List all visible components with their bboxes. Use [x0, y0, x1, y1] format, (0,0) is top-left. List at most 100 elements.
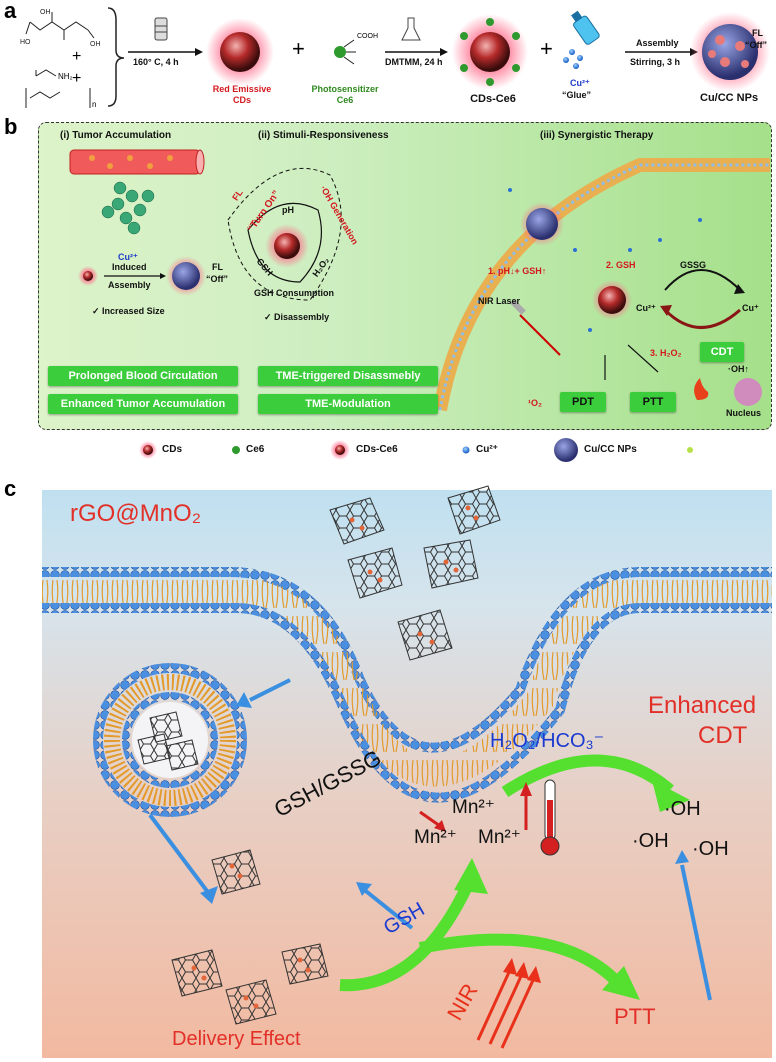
iii-np-2: [598, 286, 626, 314]
flask-icon: [401, 17, 421, 41]
np-assembled: [172, 262, 200, 290]
thermometer-icon: [540, 779, 560, 856]
green-arrow-mn: [339, 877, 476, 992]
stimuli-cycle-inner: [247, 202, 323, 283]
svg-text:OH: OH: [40, 9, 51, 16]
reaction-brace: [107, 7, 125, 107]
iii-step1: 1. pH↓+ GSH↑: [488, 266, 547, 276]
section1-title: (i) Tumor Accumulation: [60, 130, 172, 141]
box-prolonged: Prolonged Blood Circulation: [48, 366, 238, 386]
iii-step2: 2. GSH: [606, 260, 636, 270]
plus-sign-a2: +: [72, 70, 82, 87]
mn-label-2: Mn²⁺: [414, 827, 457, 848]
svg-text:HO: HO: [20, 39, 31, 46]
iii-step3: 3. H₂O₂: [650, 348, 682, 358]
cu-label: Cu²⁺: [570, 78, 590, 88]
step2-condition: DMTMM, 24 h: [385, 57, 443, 67]
nucleus-shape: [734, 378, 762, 406]
pdt-box: PDT: [560, 392, 606, 412]
step1-condition: 160° C, 4 h: [133, 57, 179, 67]
increased-size: ✓ Increased Size: [92, 306, 165, 316]
flame-icon: [694, 378, 709, 400]
i-off-label: “Off”: [206, 274, 228, 284]
cds-ce6-sphere: [470, 32, 510, 72]
h2o2-hco3-label: H₂O₂/HCO₃⁻: [490, 730, 605, 752]
iii-np-1: [526, 208, 558, 240]
box-enhanced: Enhanced Tumor Accumulation: [48, 394, 238, 414]
product-label: Cu/CC NPs: [700, 92, 759, 104]
pei-structure: [25, 88, 91, 108]
panel-letter-c: c: [4, 476, 17, 501]
panel-letter-a: a: [4, 0, 17, 23]
cds-sphere: [220, 32, 260, 72]
i-induced-label: Induced: [112, 262, 147, 272]
mn-label-3: Mn²⁺: [478, 827, 521, 848]
iii-gssg: GSSG: [680, 260, 707, 270]
cds-label-2: CDs: [232, 95, 251, 105]
i-cu-label: Cu²⁺: [118, 252, 138, 262]
legend-cu-icon: [462, 446, 470, 454]
ii-gsh-consumption: GSH Consumption: [254, 288, 334, 298]
ptt-box: PTT: [630, 392, 676, 412]
laser-pen-icon: [510, 299, 526, 315]
plus-sign-a3: +: [292, 36, 305, 61]
cdt-box: CDT: [700, 342, 744, 362]
ce6-structure: [334, 39, 356, 65]
nh2-label: NH₂: [58, 72, 73, 81]
cdt-label: CDT: [698, 722, 748, 749]
nir-arrows: [476, 969, 536, 1049]
assembly-label: Assembly: [636, 38, 679, 48]
legend-cds-ce6: CDs-Ce6: [356, 444, 398, 455]
tumor-cluster: [101, 181, 155, 235]
vesicle-lipid: [104, 674, 236, 806]
membrane-outer-beads: [42, 567, 772, 753]
mn-label-1: Mn²⁺: [452, 797, 495, 818]
membrane-lipid-layer: [42, 576, 772, 787]
section3-title: (iii) Synergistic Therapy: [540, 130, 654, 141]
iii-cu2: Cu²⁺: [636, 303, 656, 313]
glue-label: “Glue”: [562, 90, 592, 100]
formamide-structure: [35, 69, 57, 77]
vesicle-graphene: [137, 711, 199, 771]
iii-nucleus: Nucleus: [726, 408, 762, 418]
iii-cu1: Cu⁺: [742, 303, 759, 313]
panel-c-title: rGO@MnO₂: [70, 500, 202, 527]
oh-label-2: ·OH: [632, 830, 669, 852]
citric-acid-structure: [25, 12, 95, 40]
graphene-sheets-bottom: [171, 849, 329, 1025]
ps-label-2: Ce6: [336, 95, 354, 105]
iii-oh: ·OH↑: [728, 364, 749, 374]
oh-label-3: ·OH: [692, 838, 729, 860]
membrane-inner-beads: [42, 603, 772, 803]
i-fl-label: FL: [212, 262, 223, 272]
legend-cds: CDs: [162, 444, 183, 455]
stirring-label: Stirring, 3 h: [630, 57, 681, 67]
graphene-sheets-top: [329, 485, 501, 661]
legend-ce6: Ce6: [246, 444, 265, 455]
svg-text:OH: OH: [90, 41, 101, 48]
i-assembly-label: Assembly: [108, 280, 151, 290]
cooh-label: COOH: [357, 33, 378, 40]
legend-cds-ce6-icon: [335, 445, 345, 455]
disassembly: ✓ Disassembly: [264, 312, 330, 322]
green-arrow-top: [501, 754, 674, 798]
green-arrow-ptt: [418, 933, 625, 990]
box-tme-modulation: TME-Modulation: [258, 394, 438, 414]
iii-nir-laser: NIR Laser: [478, 296, 521, 306]
ptt-label: PTT: [614, 1004, 656, 1029]
legend-np: Cu/CC NPs: [584, 444, 637, 455]
plus-sign-a1: +: [72, 48, 82, 65]
legend-cu: Cu²⁺: [476, 444, 498, 455]
autoclave-icon: [154, 17, 168, 41]
panel-b-graphics: [69, 149, 770, 462]
section2-title: (ii) Stimuli-Responsiveness: [258, 130, 389, 141]
stimuli-cycle-outline: [227, 167, 342, 301]
n-label: n: [92, 100, 97, 109]
legend-np-icon: [554, 438, 578, 462]
vesicle-inner: [122, 692, 218, 788]
legend-cds-icon: [143, 445, 153, 455]
glue-bottle-icon: [571, 10, 600, 45]
ii-particle: [274, 233, 300, 259]
ps-label-1: Photosensitizer: [311, 84, 379, 94]
